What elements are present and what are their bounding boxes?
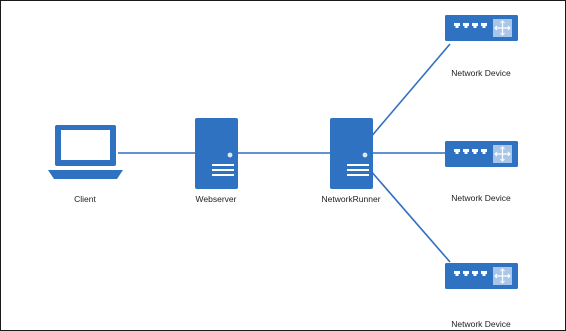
network-device-label-top: Network Device: [451, 68, 511, 78]
networkrunner-label: NetworkRunner: [321, 194, 381, 204]
network-device-label-middle: Network Device: [451, 193, 511, 203]
laptop-icon: [48, 125, 123, 179]
link-networkrunner-device-top: [369, 43, 451, 139]
network-switch-icon: [445, 141, 518, 167]
webserver-label: Webserver: [195, 194, 237, 204]
server-icon: [330, 118, 373, 189]
network-switch-icon: [445, 15, 518, 41]
network-device-label-bottom: Network Device: [451, 319, 511, 329]
client-label: Client: [74, 194, 96, 204]
link-networkrunner-device-bottom: [369, 169, 451, 263]
network-switch-icon: [445, 263, 518, 289]
server-icon: [195, 118, 238, 189]
